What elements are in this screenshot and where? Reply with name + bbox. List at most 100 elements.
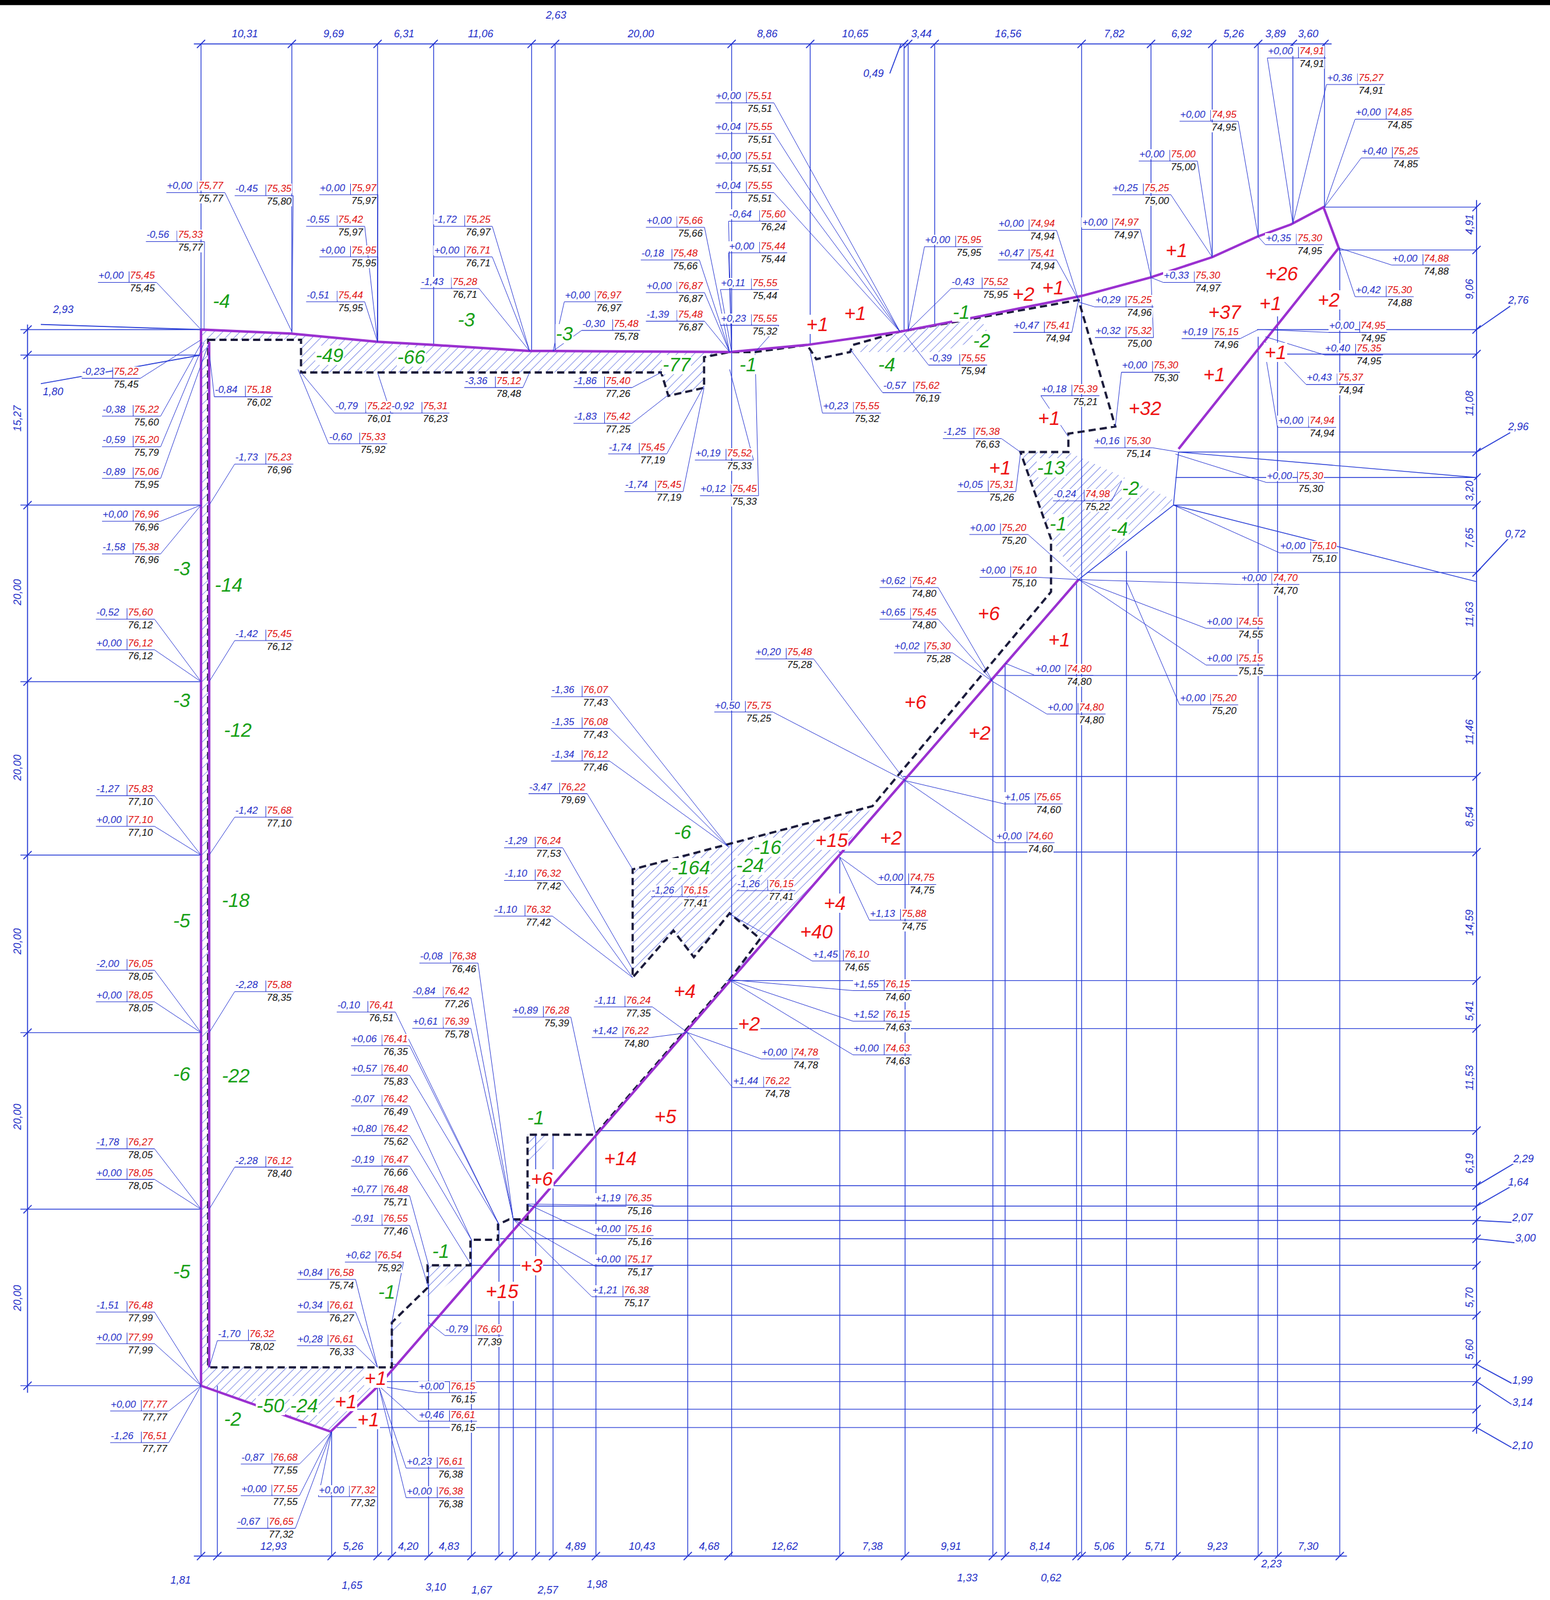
cut-fill-mark: +0,02: [893, 640, 921, 651]
cut-fill-mark: +0,00: [406, 1485, 433, 1496]
design-elevation: 76,42: [382, 1123, 409, 1134]
elevation-underline: [1277, 427, 1337, 428]
elevation-underline: [1179, 120, 1239, 122]
dimension-value: 20,00: [12, 578, 23, 606]
elevation-underline: [390, 412, 450, 414]
cut-fill-mark: +1,45: [812, 949, 839, 960]
cut-fill-mark: -1,26: [110, 1430, 135, 1441]
design-elevation: 76,22: [763, 1075, 791, 1086]
dimension-value: 11,46: [1464, 718, 1475, 746]
elevation-underline: [924, 246, 984, 248]
dimension-value: 1,67: [470, 1584, 493, 1595]
existing-elevation: 75,25: [745, 713, 773, 724]
design-elevation: 76,55: [382, 1213, 409, 1224]
dimension-tick: [1472, 976, 1481, 985]
dimension-value: 3,10: [424, 1581, 447, 1592]
dimension-tick: [1472, 1201, 1481, 1210]
dimension-value: 5,41: [1464, 999, 1475, 1021]
elevation-underline: [81, 378, 141, 379]
design-elevation: 76,60: [476, 1323, 503, 1334]
design-elevation: 75,42: [604, 411, 632, 422]
dimension-value: 3,89: [1264, 28, 1287, 40]
dimension-value: 0,72: [1504, 528, 1527, 540]
leader-line: [409, 1165, 472, 1266]
existing-elevation: 77,99: [127, 1312, 154, 1323]
dimension-value: 10,65: [841, 28, 869, 40]
cut-fill-mark: +0,00: [96, 1167, 123, 1178]
design-elevation: 76,48: [127, 1300, 154, 1310]
design-elevation: 75,52: [982, 276, 1009, 287]
design-elevation: 75,20: [133, 434, 160, 445]
dimension-value: 20,00: [626, 28, 655, 40]
leader-line: [1152, 447, 1179, 452]
elevation-underline: [110, 1442, 169, 1443]
leader-line: [527, 1203, 595, 1205]
cut-fill-mark: +0,00: [998, 218, 1025, 229]
elevation-underline: [96, 795, 155, 796]
existing-elevation: 75,44: [751, 290, 778, 301]
design-elevation: 74,78: [792, 1047, 819, 1058]
cut-fill-mark: +0,00: [1266, 470, 1293, 481]
elevation-underline: [96, 1001, 155, 1002]
dimension-tick: [429, 39, 438, 48]
leader-line: [299, 1431, 332, 1464]
existing-elevation: 75,15: [1237, 666, 1264, 676]
cut-fill-mark: +0,65: [879, 607, 906, 618]
leader-line: [1071, 300, 1079, 333]
leader-line: [395, 1011, 499, 1224]
leader-line: [1140, 229, 1152, 278]
leader-line: [168, 1385, 202, 1443]
existing-elevation: 74,88: [1423, 266, 1450, 277]
dimension-tick: [327, 1551, 336, 1560]
cut-fill-mark: -0,39: [928, 353, 953, 364]
existing-elevation: 75,95: [956, 247, 983, 258]
design-elevation: 75,25: [1126, 294, 1153, 305]
existing-elevation: 74,85: [1392, 159, 1419, 169]
dimension-value: 3,14: [1511, 1396, 1534, 1408]
design-elevation: 75,41: [1029, 248, 1056, 259]
elevation-underline: [645, 227, 705, 228]
leader-line: [552, 916, 633, 978]
elevation-underline: [96, 649, 155, 650]
design-elevation: 74,85: [1386, 107, 1414, 118]
existing-elevation: 76,33: [328, 1346, 355, 1357]
existing-elevation: 75,17: [626, 1266, 653, 1277]
cut-fill-mark: +0,33: [1163, 270, 1190, 281]
cut-volume: -4: [212, 291, 231, 311]
elevation-underline: [96, 969, 155, 971]
existing-elevation: 75,83: [382, 1076, 409, 1087]
existing-elevation: 76,19: [914, 393, 941, 404]
cut-volume: -12: [223, 720, 253, 740]
elevation-underline: [715, 192, 775, 193]
leader-line: [154, 1148, 202, 1210]
design-elevation: 75,30: [1297, 470, 1324, 481]
leader-line: [632, 394, 669, 424]
cut-fill-mark: +0,00: [594, 1253, 622, 1264]
dimension-value: 11,06: [467, 28, 495, 40]
cut-fill-mark: +0,47: [998, 248, 1025, 259]
dimension-tick: [196, 1551, 206, 1560]
design-elevation: 75,48: [613, 318, 640, 329]
cut-fill-mark: +0,00: [979, 565, 1006, 576]
dimension-tick: [23, 850, 32, 859]
elevation-underline: [234, 1166, 294, 1168]
elevation-underline: [593, 1006, 653, 1007]
dimension-tick: [23, 1028, 32, 1037]
dimension-tick: [23, 1381, 32, 1390]
cut-fill-mark: +0,04: [715, 180, 742, 191]
design-elevation: 75,15: [1213, 326, 1240, 337]
existing-elevation: 75,95: [337, 303, 364, 313]
existing-elevation: 75,33: [731, 496, 758, 507]
elevation-underline: [433, 256, 493, 257]
leader-line: [1005, 663, 1035, 676]
leader-line: [160, 505, 202, 522]
leader-line: [154, 795, 202, 855]
existing-elevation: 75,16: [626, 1236, 653, 1247]
dimension-value: 5,60: [1464, 1337, 1475, 1360]
dimension-tick: [1472, 1376, 1481, 1386]
leader-line: [378, 1385, 407, 1497]
design-elevation: 75,48: [786, 646, 813, 657]
leader-line: [224, 192, 292, 332]
elevation-underline: [608, 453, 668, 454]
existing-elevation: 76,96: [266, 465, 293, 475]
